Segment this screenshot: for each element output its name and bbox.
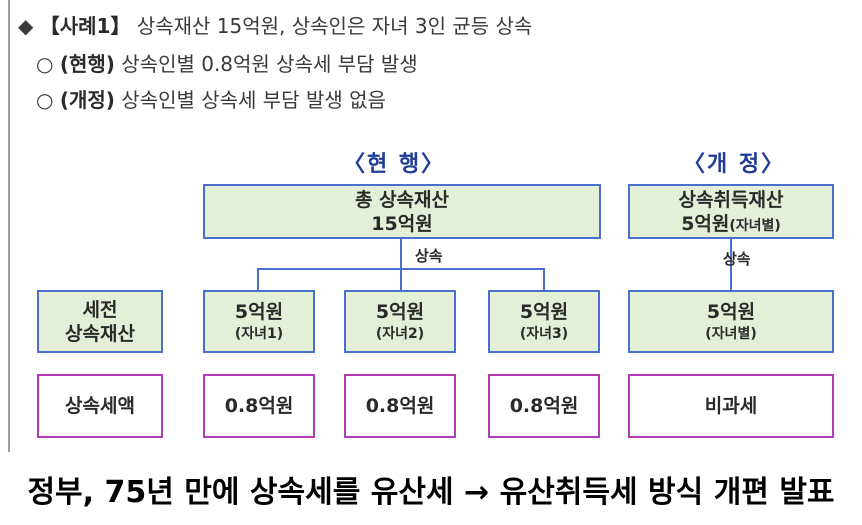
child-share-amount: 5억원 bbox=[375, 300, 425, 323]
case-item-tag: (현행) bbox=[59, 52, 115, 76]
child-1-tax-box: 0.8억원 bbox=[203, 374, 315, 438]
tax-exempt-label: 비과세 bbox=[704, 395, 758, 417]
tax-exempt-box: 비과세 bbox=[628, 374, 834, 438]
acquired-estate-label: 상속취득재산 bbox=[678, 188, 784, 211]
current-header: 〈현 행〉 bbox=[343, 152, 446, 177]
child-share-amount: 5억원 bbox=[234, 300, 284, 323]
child-share-amount: 5억원 bbox=[519, 300, 569, 323]
tax-amount-label: 상속세액 bbox=[65, 395, 135, 417]
pre-tax-label-1: 세전 bbox=[82, 298, 118, 321]
child-3-tax-box: 0.8억원 bbox=[488, 374, 600, 438]
connector-revised bbox=[730, 239, 732, 290]
connector-branch-2 bbox=[400, 268, 402, 290]
connector-trunk bbox=[400, 239, 402, 269]
acquired-estate-amount-row: 5억원(자녀별) bbox=[681, 212, 781, 236]
case-item-text: 상속인별 상속세 부담 발생 없음 bbox=[121, 88, 386, 112]
circle-bullet-icon: ○ bbox=[36, 52, 54, 76]
case-item-tag: (개정) bbox=[59, 88, 115, 112]
revised-child-label: (자녀별) bbox=[705, 325, 757, 342]
total-estate-label: 총 상속재산 bbox=[354, 188, 449, 211]
revised-child-amount: 5억원 bbox=[706, 300, 756, 323]
total-estate-box: 총 상속재산 15억원 bbox=[203, 184, 601, 239]
connector-branch-1 bbox=[257, 268, 259, 290]
inherit-label-revised: 상속 bbox=[723, 250, 751, 268]
total-estate-amount: 15억원 bbox=[371, 212, 433, 235]
child-label: (자녀3) bbox=[519, 325, 569, 342]
child-tax-amount: 0.8억원 bbox=[509, 395, 579, 417]
acquired-estate-amount: 5억원 bbox=[681, 212, 730, 235]
connector-branch-3 bbox=[543, 268, 545, 290]
child-label: (자녀2) bbox=[375, 325, 425, 342]
child-2-tax-box: 0.8억원 bbox=[344, 374, 456, 438]
tax-amount-label-box: 상속세액 bbox=[37, 374, 163, 438]
child-2-share-box: 5억원 (자녀2) bbox=[344, 290, 456, 353]
case-title-text: 상속재산 15억원, 상속인은 자녀 3인 균등 상속 bbox=[136, 14, 533, 38]
case-tag: 【사례1】 bbox=[39, 14, 131, 38]
child-3-share-box: 5억원 (자녀3) bbox=[488, 290, 600, 353]
inherit-label-current: 상속 bbox=[415, 247, 443, 265]
case-item-current: ○ (현행) 상속인별 0.8억원 상속세 부담 발생 bbox=[36, 48, 418, 77]
news-headline: 정부, 75년 만에 상속세를 유산세 → 유산취득세 방식 개편 발표 bbox=[27, 474, 835, 510]
diamond-bullet-icon: ◆ bbox=[18, 14, 34, 38]
case-item-revised: ○ (개정) 상속인별 상속세 부담 발생 없음 bbox=[36, 84, 386, 113]
case-title: ◆ 【사례1】 상속재산 15억원, 상속인은 자녀 3인 균등 상속 bbox=[18, 10, 532, 39]
child-1-share-box: 5억원 (자녀1) bbox=[203, 290, 315, 353]
child-tax-amount: 0.8억원 bbox=[365, 395, 435, 417]
revised-child-share-box: 5억원 (자녀별) bbox=[628, 290, 834, 353]
pre-tax-label-2: 상속재산 bbox=[65, 322, 135, 345]
acquired-estate-box: 상속취득재산 5억원(자녀별) bbox=[628, 184, 834, 239]
child-label: (자녀1) bbox=[234, 325, 284, 342]
left-margin-rule bbox=[8, 0, 10, 452]
acquired-estate-per-child: (자녀별) bbox=[729, 217, 781, 234]
circle-bullet-icon: ○ bbox=[36, 88, 54, 112]
revised-header: 〈개 정〉 bbox=[683, 152, 786, 177]
case-item-text: 상속인별 0.8억원 상속세 부담 발생 bbox=[121, 52, 418, 76]
pre-tax-estate-box: 세전 상속재산 bbox=[37, 290, 163, 353]
child-tax-amount: 0.8억원 bbox=[224, 395, 294, 417]
